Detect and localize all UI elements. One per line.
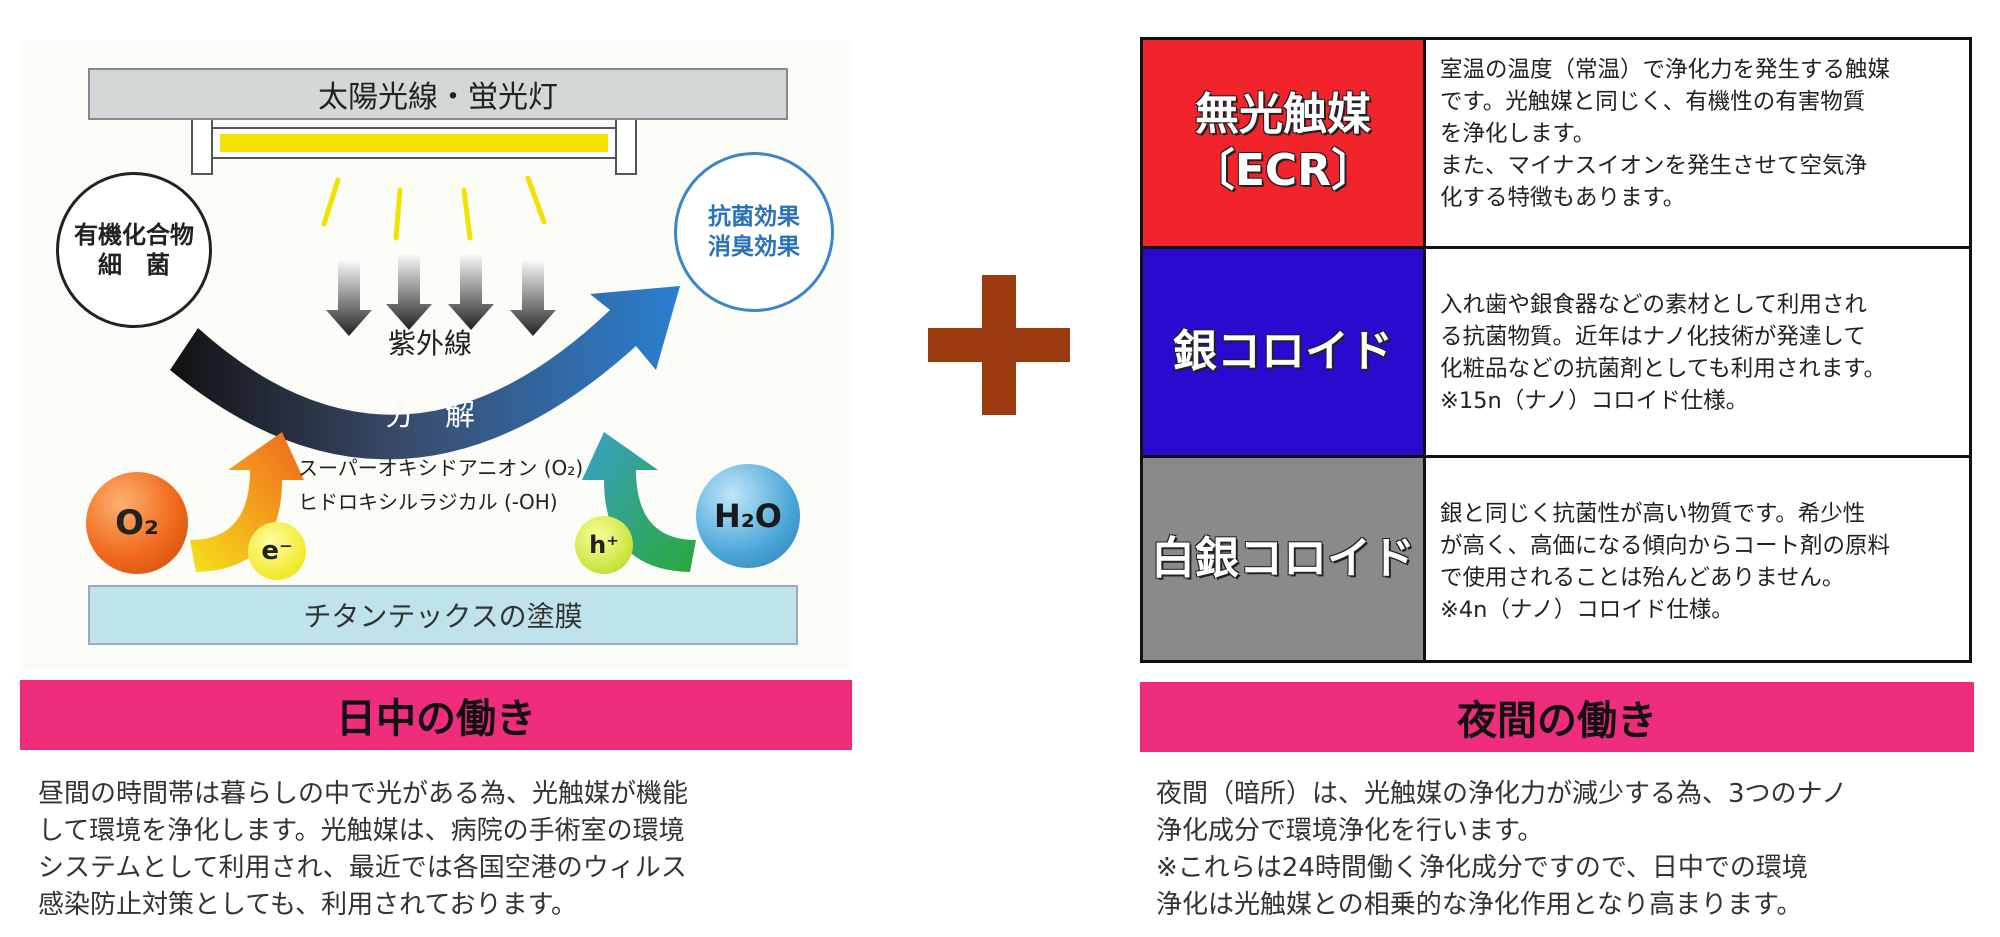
decomposition-arc-arrow [170,286,680,460]
organic-label-line1: 有機化合物 [74,221,194,249]
table-row-silver-colloid: 銀コロイド 入れ歯や銀食器などの素材として利用され る抗菌物質。近年はナノ化技術… [1143,249,1969,458]
light-rays-icon [321,175,547,241]
organic-label-line2: 細 菌 [98,251,170,279]
decompose-label: 分 解 [385,398,475,433]
effect-label-line2: 消臭効果 [708,234,800,260]
table-row-ecr: 無光触媒 〔ECR〕 室温の温度（常温）で浄化力を発生する触媒 です。光触媒と同… [1143,40,1969,249]
row-label-ecr: 無光触媒 〔ECR〕 [1143,40,1426,246]
row-text-platinum-colloid: 銀と同じく抗菌性が高い物質です。希少性 が高く、高価になる傾向からコート剤の原料… [1440,501,1891,623]
nighttime-description: 夜間（暗所）は、光触媒の浄化力が減少する為、3つのナノ 浄化成分で環境浄化を行い… [1156,779,1848,920]
table-row-platinum-colloid: 白銀コロイド 銀と同じく抗菌性が高い物質です。希少性 が高く、高価になる傾向から… [1143,458,1969,660]
uv-label: 紫外線 [388,327,473,360]
daytime-banner: 日中の働き [20,680,852,750]
daytime-description: 昼間の時間帯は暮らしの中で光がある為、光触媒が機能 して環境を浄化します。光触媒… [38,779,689,920]
coating-layer: チタンテックスの塗膜 [88,585,798,645]
antibacterial-effect-circle: 抗菌効果 消臭効果 [674,152,834,312]
photocatalyst-diagram: 太陽光線・蛍光灯 有機化合物 細 菌 抗菌効果 消臭効果 紫外線 分 解 スーパ… [20,40,852,670]
hole-badge: h⁺ [575,516,633,574]
row-label-silver-colloid: 銀コロイド [1143,249,1426,455]
row-text-ecr: 室温の温度（常温）で浄化力を発生する触媒 です。光触媒と同じく、有機性の有害物質… [1440,57,1891,211]
organic-compound-circle: 有機化合物 細 菌 [56,172,212,328]
electron-badge: e⁻ [248,522,306,580]
superoxide-label: スーパーオキシドアニオン (O₂) [298,456,584,480]
hydroxyl-label: ヒドロキシルラジカル (-OH) [298,490,558,514]
uv-arrows-icon [326,252,556,336]
fluorescent-tube-icon [191,111,637,175]
diagram-graphics [170,111,696,572]
row-text-silver-colloid: 入れ歯や銀食器などの素材として利用され る抗菌物質。近年はナノ化技術が発達して … [1440,292,1886,414]
oxygen-molecule: O₂ [86,472,188,574]
oxygen-reaction-arrow [190,432,304,572]
water-reaction-arrow [582,432,696,572]
row-label-platinum-colloid: 白銀コロイド [1143,458,1426,660]
plus-icon [928,328,1070,362]
effect-label-line1: 抗菌効果 [708,204,800,230]
nano-component-table: 無光触媒 〔ECR〕 室温の温度（常温）で浄化力を発生する触媒 です。光触媒と同… [1140,37,1972,663]
light-source-bar: 太陽光線・蛍光灯 [88,68,788,120]
nighttime-banner: 夜間の働き [1140,682,1974,752]
water-molecule: H₂O [696,464,800,568]
